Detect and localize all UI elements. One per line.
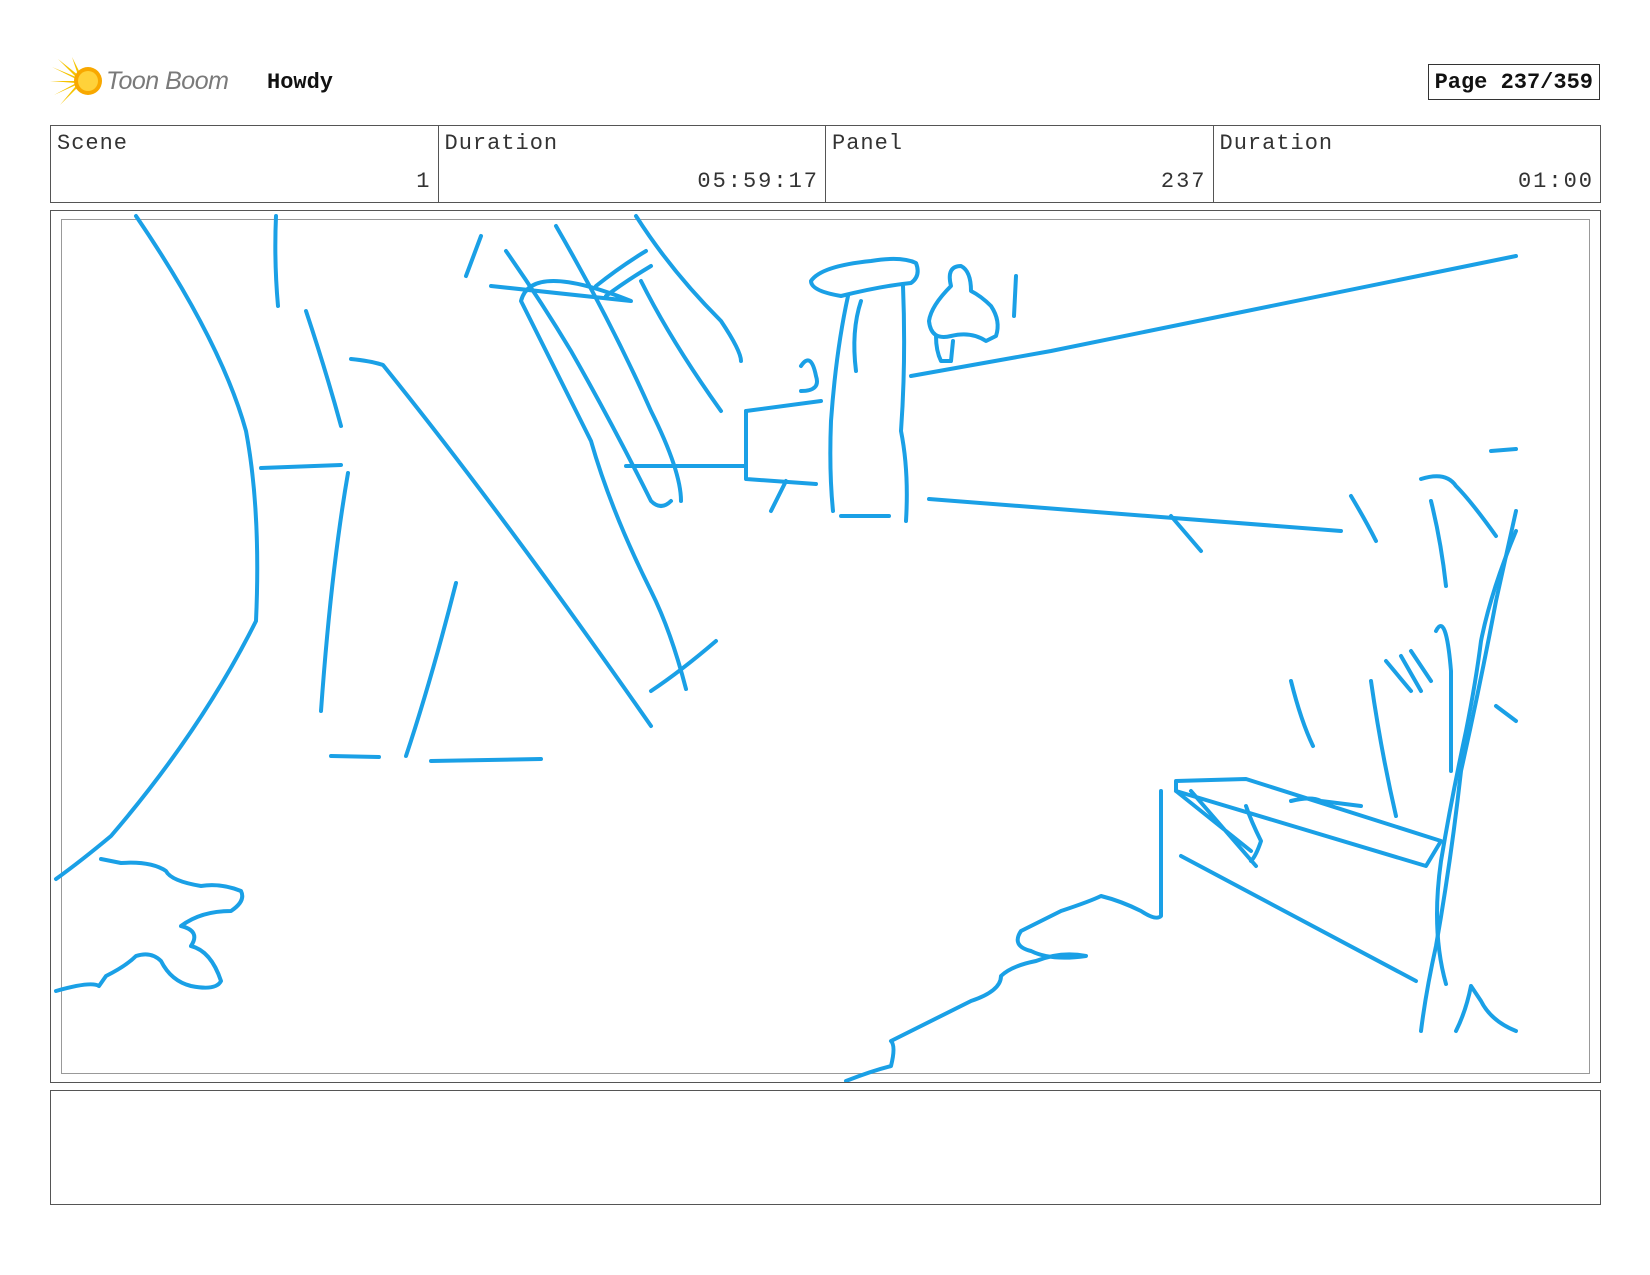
grass-strokes <box>1384 649 1433 693</box>
tree-trunk-right <box>1419 509 1518 1033</box>
toon-boom-logo: Toon Boom <box>50 55 250 107</box>
stroke <box>1369 679 1398 818</box>
perspective-line-bottom <box>927 497 1343 533</box>
stroke <box>1494 704 1518 723</box>
branch-left <box>489 279 688 691</box>
panel-label: Panel <box>832 131 904 156</box>
scene-duration-label: Duration <box>444 131 559 156</box>
stroke <box>259 463 343 470</box>
stroke <box>1489 447 1518 453</box>
pillar-right <box>899 284 909 523</box>
scene-duration-value: 05:59:17 <box>697 169 819 194</box>
stroke <box>1244 796 1363 863</box>
panel-value: 237 <box>1160 169 1207 194</box>
branch-right <box>634 214 743 363</box>
stroke <box>594 249 653 298</box>
stroke <box>1435 529 1518 986</box>
panel-info-table: Scene 1 Duration 05:59:17 Panel 237 Dura… <box>50 125 1601 203</box>
stroke <box>799 358 819 393</box>
stroke <box>769 479 788 513</box>
tree-root <box>54 857 245 993</box>
starburst-icon <box>50 57 102 105</box>
branch-mid2 <box>554 224 683 503</box>
stroke <box>1289 679 1315 748</box>
panel-sketch <box>54 214 1518 1082</box>
stroke <box>1179 854 1418 983</box>
tree-trunk-left <box>54 214 260 881</box>
page-number: Page 237/359 <box>1427 64 1600 100</box>
box-front <box>744 409 818 486</box>
stroke <box>639 279 723 413</box>
log-side <box>1159 789 1258 868</box>
panel-notes <box>50 1090 1601 1205</box>
stroke <box>273 214 280 308</box>
scene-label: Scene <box>57 131 129 156</box>
perspective-line-top <box>909 254 1518 378</box>
stroke <box>934 334 955 363</box>
pillar-left <box>828 294 850 513</box>
stroke <box>319 471 350 713</box>
branch-mid <box>504 249 673 508</box>
storyboard-panel <box>50 210 1601 1083</box>
stroke <box>464 234 483 278</box>
ground-rock <box>844 864 1163 1082</box>
character-figure <box>927 264 1000 343</box>
stroke <box>852 299 863 373</box>
stroke <box>1012 274 1018 318</box>
box-top <box>744 399 823 413</box>
panel-duration-cell: Duration 01:00 <box>1214 126 1601 202</box>
stroke <box>1434 624 1453 773</box>
logo-text: Toon Boom <box>106 67 229 95</box>
scene-duration-cell: Duration 05:59:17 <box>439 126 826 202</box>
stroke <box>429 757 543 763</box>
panel-duration-value: 01:00 <box>1517 169 1594 194</box>
project-title: Howdy <box>267 70 334 95</box>
stroke <box>1429 499 1448 588</box>
scene-value: 1 <box>416 169 432 194</box>
tree-trunk-right-edge <box>349 357 653 728</box>
stroke <box>1169 514 1203 553</box>
panel-duration-label: Duration <box>1219 131 1334 156</box>
stroke <box>329 754 381 759</box>
page-header: Toon Boom Howdy Page 237/359 <box>50 55 1600 105</box>
pillar-cap <box>809 256 920 298</box>
stroke <box>1349 494 1378 543</box>
stroke <box>404 581 458 758</box>
stroke <box>1454 984 1518 1033</box>
safe-area-frame <box>61 219 1590 1074</box>
stroke <box>1419 474 1498 538</box>
stroke <box>649 639 718 693</box>
panel-cell: Panel 237 <box>826 126 1214 202</box>
stroke <box>304 309 343 428</box>
scene-cell: Scene 1 <box>51 126 439 202</box>
